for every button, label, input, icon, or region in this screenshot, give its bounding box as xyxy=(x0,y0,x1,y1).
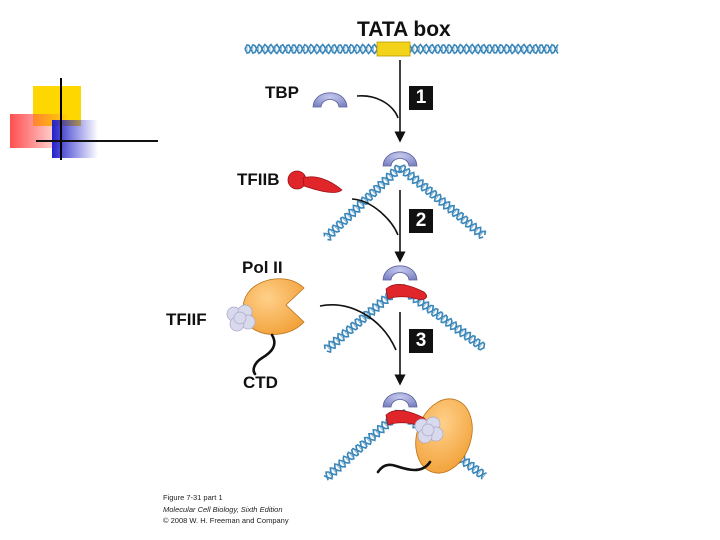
tfiif-label: TFIIF xyxy=(166,310,207,329)
copyright-caption: © 2008 W. H. Freeman and Company xyxy=(163,516,289,525)
deco-blue-bar xyxy=(52,120,98,158)
arrow-polii-join xyxy=(319,304,397,351)
tfiif-free xyxy=(226,304,256,332)
tata-box-label: TATA box xyxy=(357,18,451,41)
arrow-tfiib-join xyxy=(351,198,399,236)
ctd-label: CTD xyxy=(243,373,278,392)
dna-bent-stage2-right xyxy=(398,164,487,240)
pol-ii-label: Pol II xyxy=(242,258,283,277)
step-1-badge: 1 xyxy=(409,86,433,110)
tfiib-label: TFIIB xyxy=(237,170,280,189)
ctd-tail-free xyxy=(252,333,276,376)
tfiib-free xyxy=(287,170,343,193)
arrow-tbp-join xyxy=(356,95,399,119)
ctd-tail-bound xyxy=(376,460,432,474)
tbp-label: TBP xyxy=(265,83,299,102)
dna-bent-stage2-left xyxy=(323,164,403,241)
tbp-bound-stage3 xyxy=(382,265,418,281)
tfiif-bound xyxy=(414,416,444,444)
tbp-bound-stage4 xyxy=(382,392,418,408)
step-3-badge: 3 xyxy=(409,329,433,353)
tbp-bound-stage2 xyxy=(382,151,418,167)
book-caption: Molecular Cell Biology, Sixth Edition xyxy=(163,505,283,514)
tfiib-bound-stage3 xyxy=(385,284,427,300)
step-2-badge: 2 xyxy=(409,209,433,233)
dna-bent-stage3-left xyxy=(323,284,403,354)
tbp-free xyxy=(312,92,348,108)
figure-caption: Figure 7-31 part 1 xyxy=(163,493,223,502)
tata-box-rect xyxy=(376,41,411,57)
